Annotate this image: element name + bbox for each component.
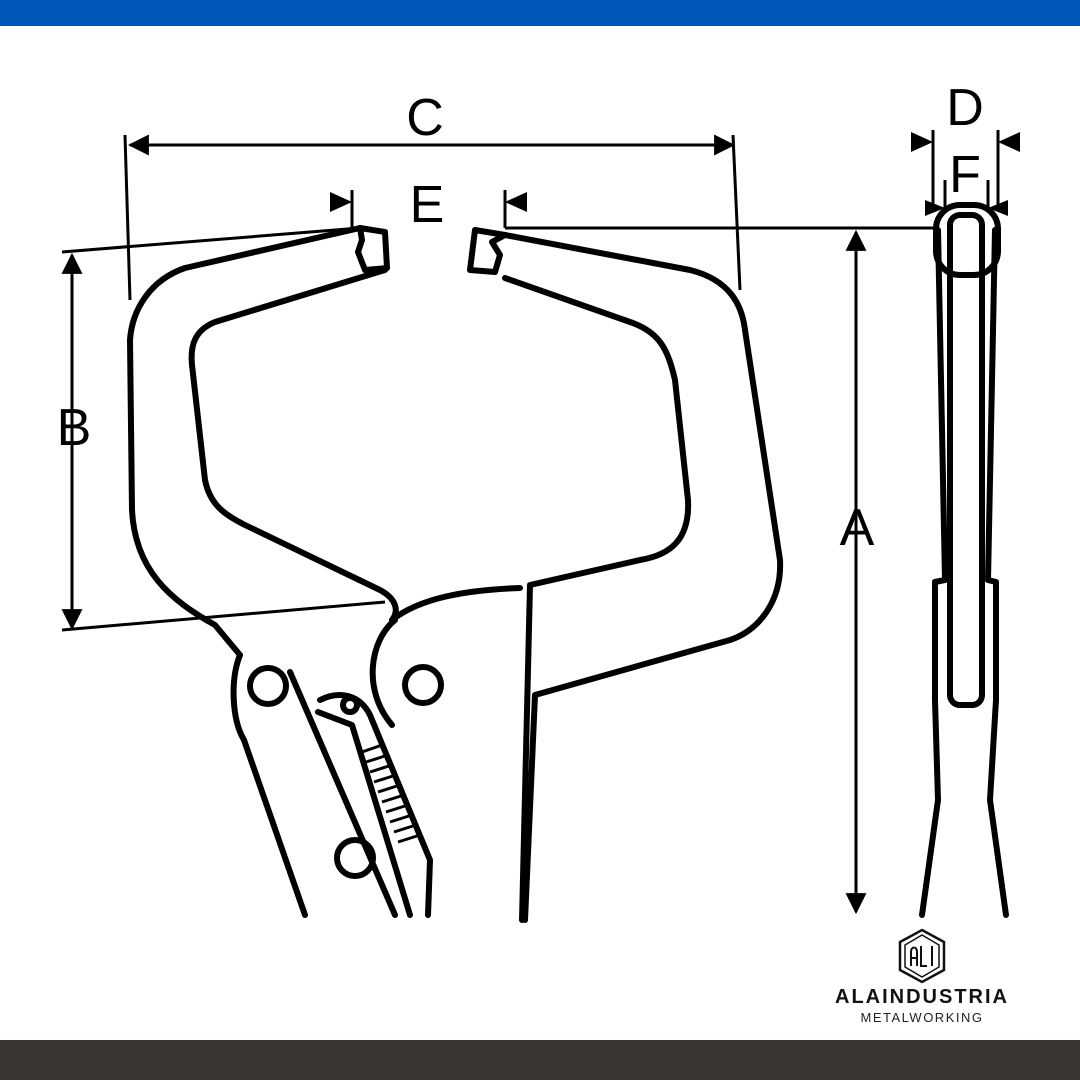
clamp-frame-right-inner xyxy=(502,275,692,923)
dim-f-pointer-left xyxy=(925,200,945,216)
dim-e-pointer-left xyxy=(330,192,352,212)
bottom-color-bar xyxy=(0,1040,1080,1080)
pivot-collar-arc xyxy=(369,617,398,728)
adjusting-screw-serration xyxy=(361,743,421,844)
dim-b-ext-bottom xyxy=(61,600,386,632)
label-c: C xyxy=(406,89,444,147)
dim-c-ext-left xyxy=(123,134,132,301)
dim-f-pointer-right xyxy=(988,200,1008,216)
lower-handle xyxy=(230,652,308,918)
side-view-outline-right xyxy=(985,227,1009,918)
side-view-slot xyxy=(947,212,985,708)
label-e: E xyxy=(410,176,445,234)
lower-handle-link xyxy=(287,669,398,918)
dim-d-pointer-left xyxy=(911,132,933,152)
rivet-small xyxy=(340,695,360,715)
rivet-right xyxy=(402,664,444,706)
clamp-frame-inner-cutout xyxy=(188,267,399,623)
hexagon-ali-monogram-icon xyxy=(898,928,946,984)
release-lever-inner xyxy=(315,709,413,918)
rivet-left xyxy=(247,665,289,707)
brand-name: ALAINDUSTRIA xyxy=(835,986,1009,1008)
label-a: A xyxy=(840,499,875,557)
clamp-frame-left-outer xyxy=(127,225,363,658)
side-view-jaw-head xyxy=(933,202,1001,278)
brand-block: ALAINDUSTRIA METALWORKING xyxy=(800,928,1044,1032)
right-jaw-pad xyxy=(467,227,508,275)
dim-d-pointer-right xyxy=(998,132,1020,152)
brand-tagline: METALWORKING xyxy=(860,1010,984,1025)
label-f: F xyxy=(949,146,981,204)
pivot-collar xyxy=(389,585,523,623)
label-d: D xyxy=(946,79,984,137)
clamp-frame-right-outer xyxy=(502,232,784,923)
dim-b-ext-top xyxy=(61,226,361,254)
side-view-outline-left xyxy=(919,227,948,918)
left-jaw-pad xyxy=(355,225,390,273)
label-b: B xyxy=(57,399,92,457)
dim-c-ext-right xyxy=(731,134,742,291)
dim-e-pointer-right xyxy=(505,192,527,212)
rivet-lower xyxy=(334,837,376,879)
top-color-bar xyxy=(0,0,1080,26)
